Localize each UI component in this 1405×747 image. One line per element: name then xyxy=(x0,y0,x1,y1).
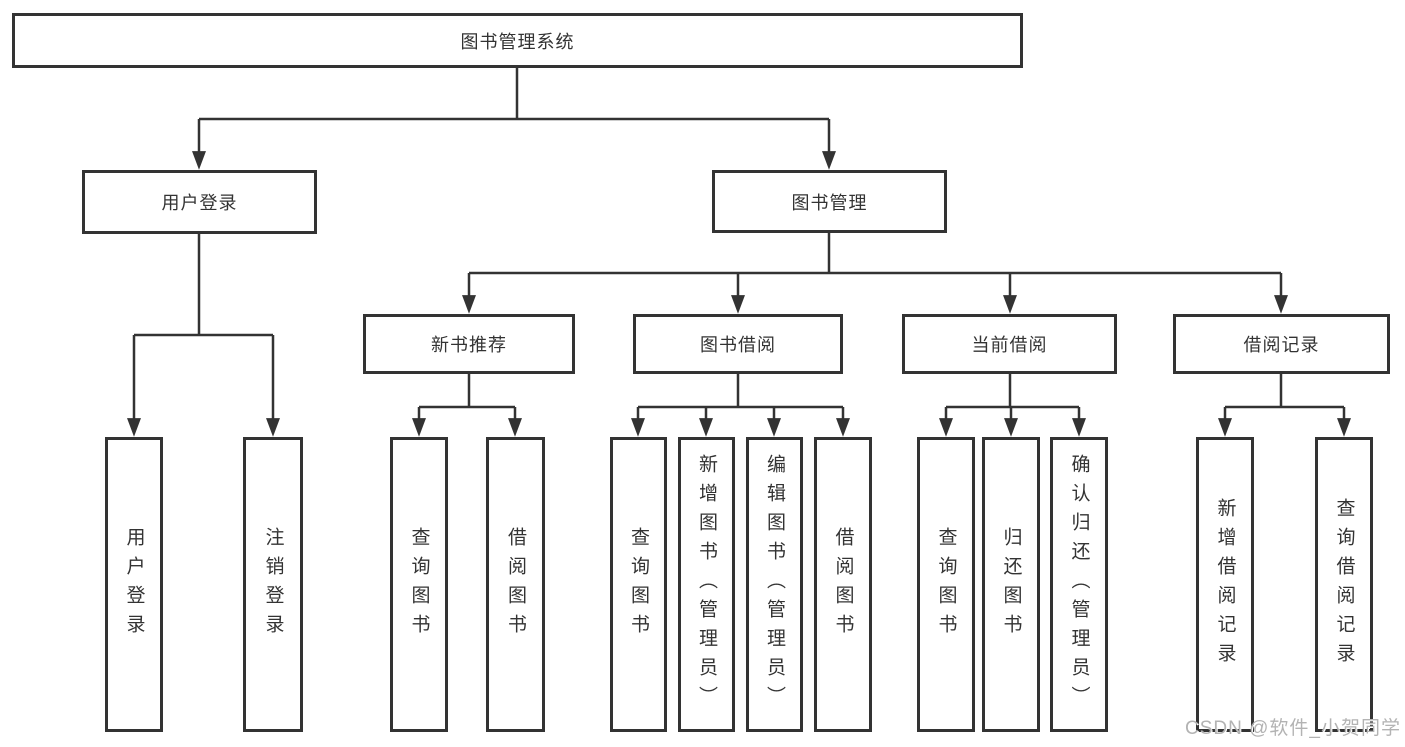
connector-root-to-level2 xyxy=(192,68,836,170)
node-borrow-records: 借阅记录 xyxy=(1173,314,1390,374)
leaf-confirm-return-admin-label: 确认归还（管理员） xyxy=(1068,454,1090,715)
leaf-borrow-books-1-label: 借阅图书 xyxy=(505,526,526,643)
leaf-add-borrow-record-label: 新增借阅记录 xyxy=(1214,497,1236,672)
leaf-query-books-2: 查询图书 xyxy=(610,437,667,732)
node-library-system-label: 图书管理系统 xyxy=(460,31,575,52)
leaf-query-books-1: 查询图书 xyxy=(390,437,448,732)
node-book-borrowing: 图书借阅 xyxy=(633,314,843,374)
node-book-management: 图书管理 xyxy=(712,170,947,233)
node-new-book-recommend: 新书推荐 xyxy=(363,314,575,374)
leaf-confirm-return-admin: 确认归还（管理员） xyxy=(1050,437,1108,732)
leaf-edit-book-admin-label: 编辑图书（管理员） xyxy=(764,454,785,715)
connector-borrowing-to-leaves xyxy=(631,374,850,437)
leaf-logout-login: 注销登录 xyxy=(243,437,303,732)
csdn-watermark: CSDN @软件_小贺同学 xyxy=(1185,718,1401,739)
leaf-user-login-label: 用户登录 xyxy=(123,526,145,643)
leaf-borrow-books-1: 借阅图书 xyxy=(486,437,545,732)
leaf-add-book-admin: 新增图书（管理员） xyxy=(678,437,735,732)
leaf-user-login: 用户登录 xyxy=(105,437,163,732)
leaf-query-books-2-label: 查询图书 xyxy=(628,526,649,643)
node-current-borrowing-label: 当前借阅 xyxy=(971,335,1048,355)
connector-userlogin-to-leaves xyxy=(127,234,280,437)
leaf-borrow-books-2: 借阅图书 xyxy=(814,437,872,732)
leaf-edit-book-admin: 编辑图书（管理员） xyxy=(746,437,803,732)
connector-current-to-leaves xyxy=(939,374,1086,437)
node-current-borrowing: 当前借阅 xyxy=(902,314,1117,374)
leaf-query-borrow-record: 查询借阅记录 xyxy=(1315,437,1373,732)
node-book-borrowing-label: 图书借阅 xyxy=(700,335,776,355)
connector-newbook-to-leaves xyxy=(412,374,522,437)
leaf-return-books-label: 归还图书 xyxy=(1000,526,1022,643)
leaf-add-book-admin-label: 新增图书（管理员） xyxy=(696,454,717,715)
leaf-borrow-books-2-label: 借阅图书 xyxy=(832,526,854,643)
node-user-login-label: 用户登录 xyxy=(161,193,238,213)
leaf-query-books-1-label: 查询图书 xyxy=(408,526,430,643)
leaf-return-books: 归还图书 xyxy=(982,437,1040,732)
node-new-book-recommend-label: 新书推荐 xyxy=(431,335,507,355)
connector-records-to-leaves xyxy=(1218,374,1351,437)
node-user-login: 用户登录 xyxy=(82,170,317,234)
connector-bookmgmt-to-level3 xyxy=(462,233,1288,314)
leaf-query-books-3-label: 查询图书 xyxy=(935,526,957,643)
node-borrow-records-label: 借阅记录 xyxy=(1243,335,1320,355)
node-book-management-label: 图书管理 xyxy=(791,192,868,213)
leaf-add-borrow-record: 新增借阅记录 xyxy=(1196,437,1254,732)
leaf-logout-login-label: 注销登录 xyxy=(262,526,284,643)
leaf-query-borrow-record-label: 查询借阅记录 xyxy=(1333,497,1355,672)
node-library-system: 图书管理系统 xyxy=(12,13,1023,68)
leaf-query-books-3: 查询图书 xyxy=(917,437,975,732)
